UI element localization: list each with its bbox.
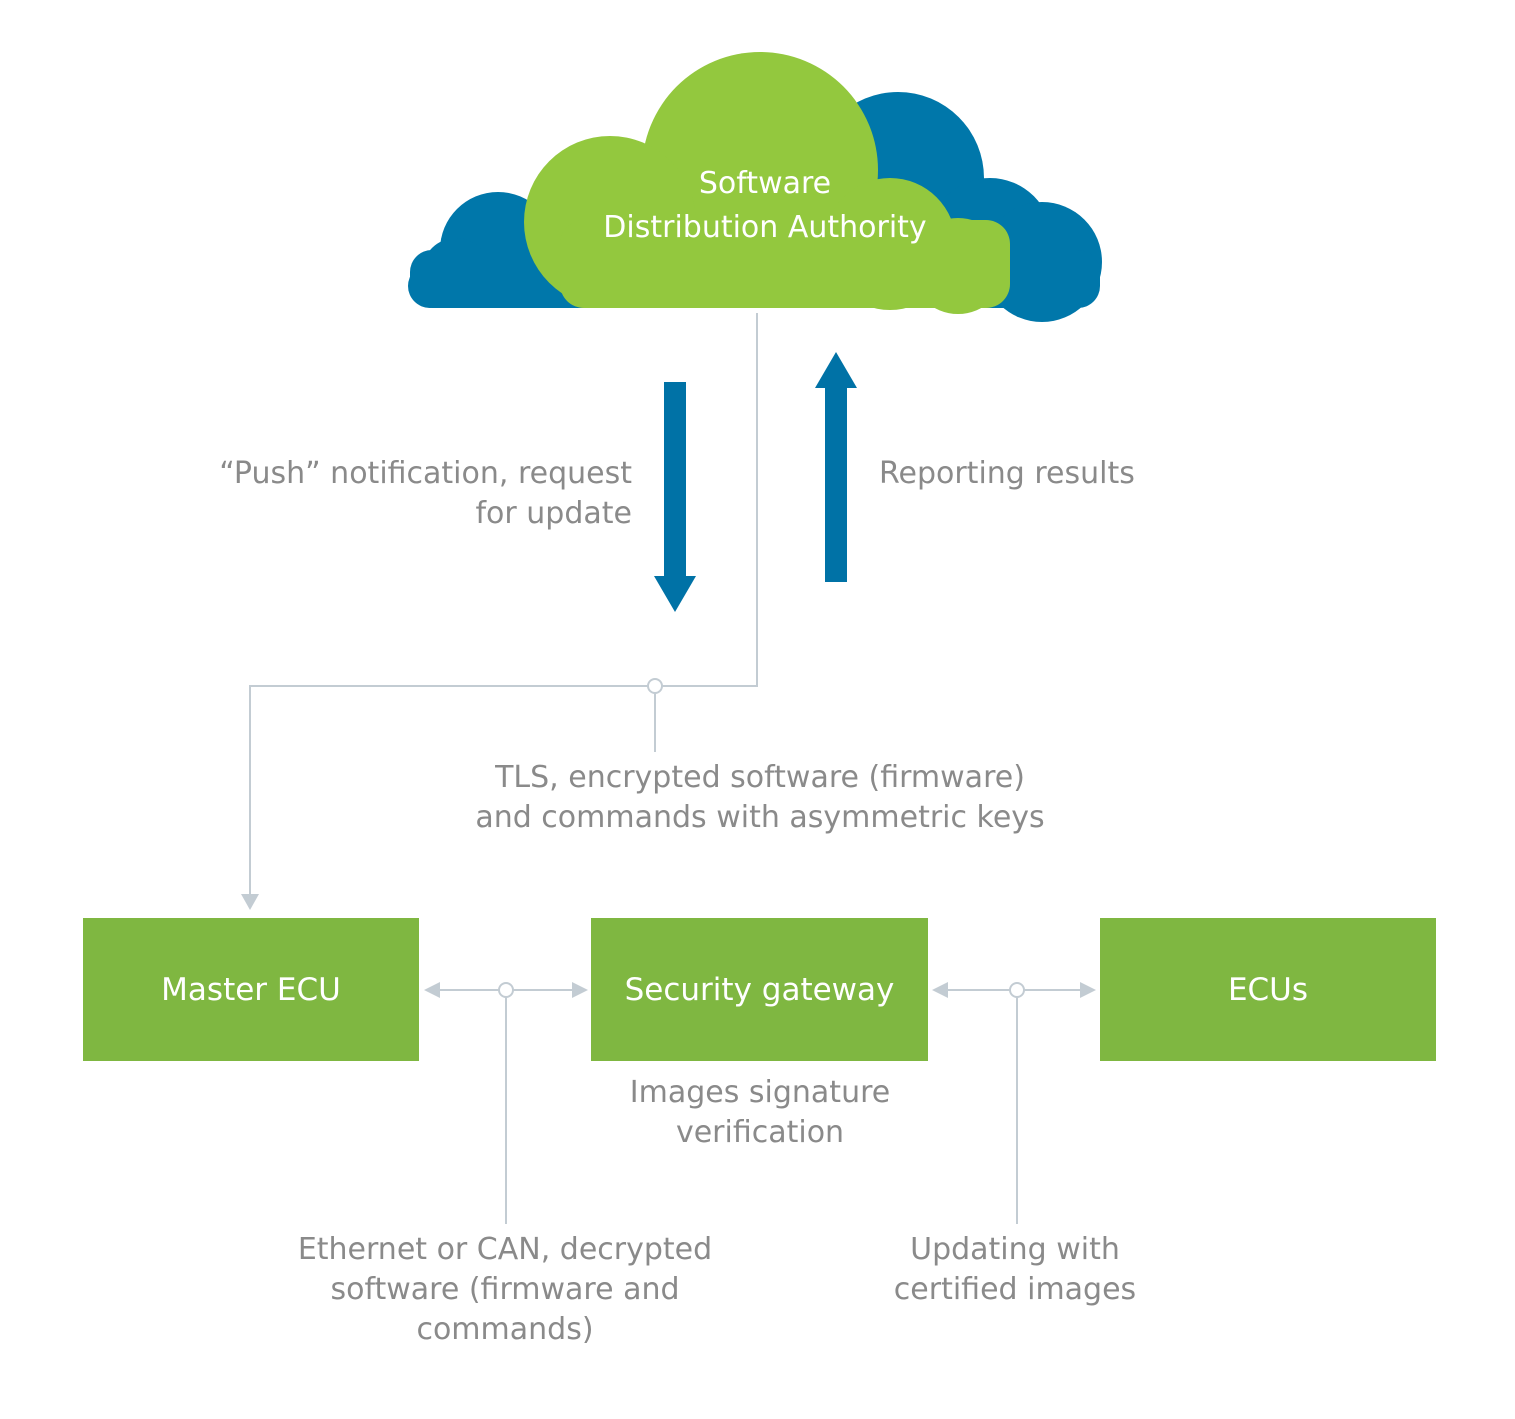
arrowhead-left-gateway [932,982,948,998]
connector-cloud-to-master [249,313,758,900]
ecus-box: ECUs [1100,918,1436,1061]
gateway-note: Images signature verification [629,1075,891,1150]
arrowhead-right-ecus [1080,982,1096,998]
report-arrow [815,352,857,582]
master-ecu-box: Master ECU [83,918,419,1061]
push-arrow [654,382,696,612]
channel-junction [647,678,663,694]
push-notification-label: “Push” notification, request for update [219,456,632,531]
link-master-gateway-label: Ethernet or CAN, decrypted software (fir… [297,1232,713,1347]
link-gateway-ecus-label: Updating with certified images [893,1232,1137,1307]
arrowhead-left-master [424,982,440,998]
junction-master-gateway [498,982,514,998]
link-gateway-ecus [944,989,1082,1224]
security-gateway-box: Security gateway [591,918,928,1061]
junction-gateway-ecus [1009,982,1025,998]
link-master-gateway [436,989,574,1224]
channel-label: TLS, encrypted software (firmware) and c… [475,760,1045,835]
reporting-results-label: Reporting results [879,456,1135,491]
arrowhead-right-gateway [572,982,588,998]
cloud-label: Software Distribution Authority [603,166,927,245]
cloud-front [524,52,1010,314]
arrowhead-to-master [241,894,259,910]
